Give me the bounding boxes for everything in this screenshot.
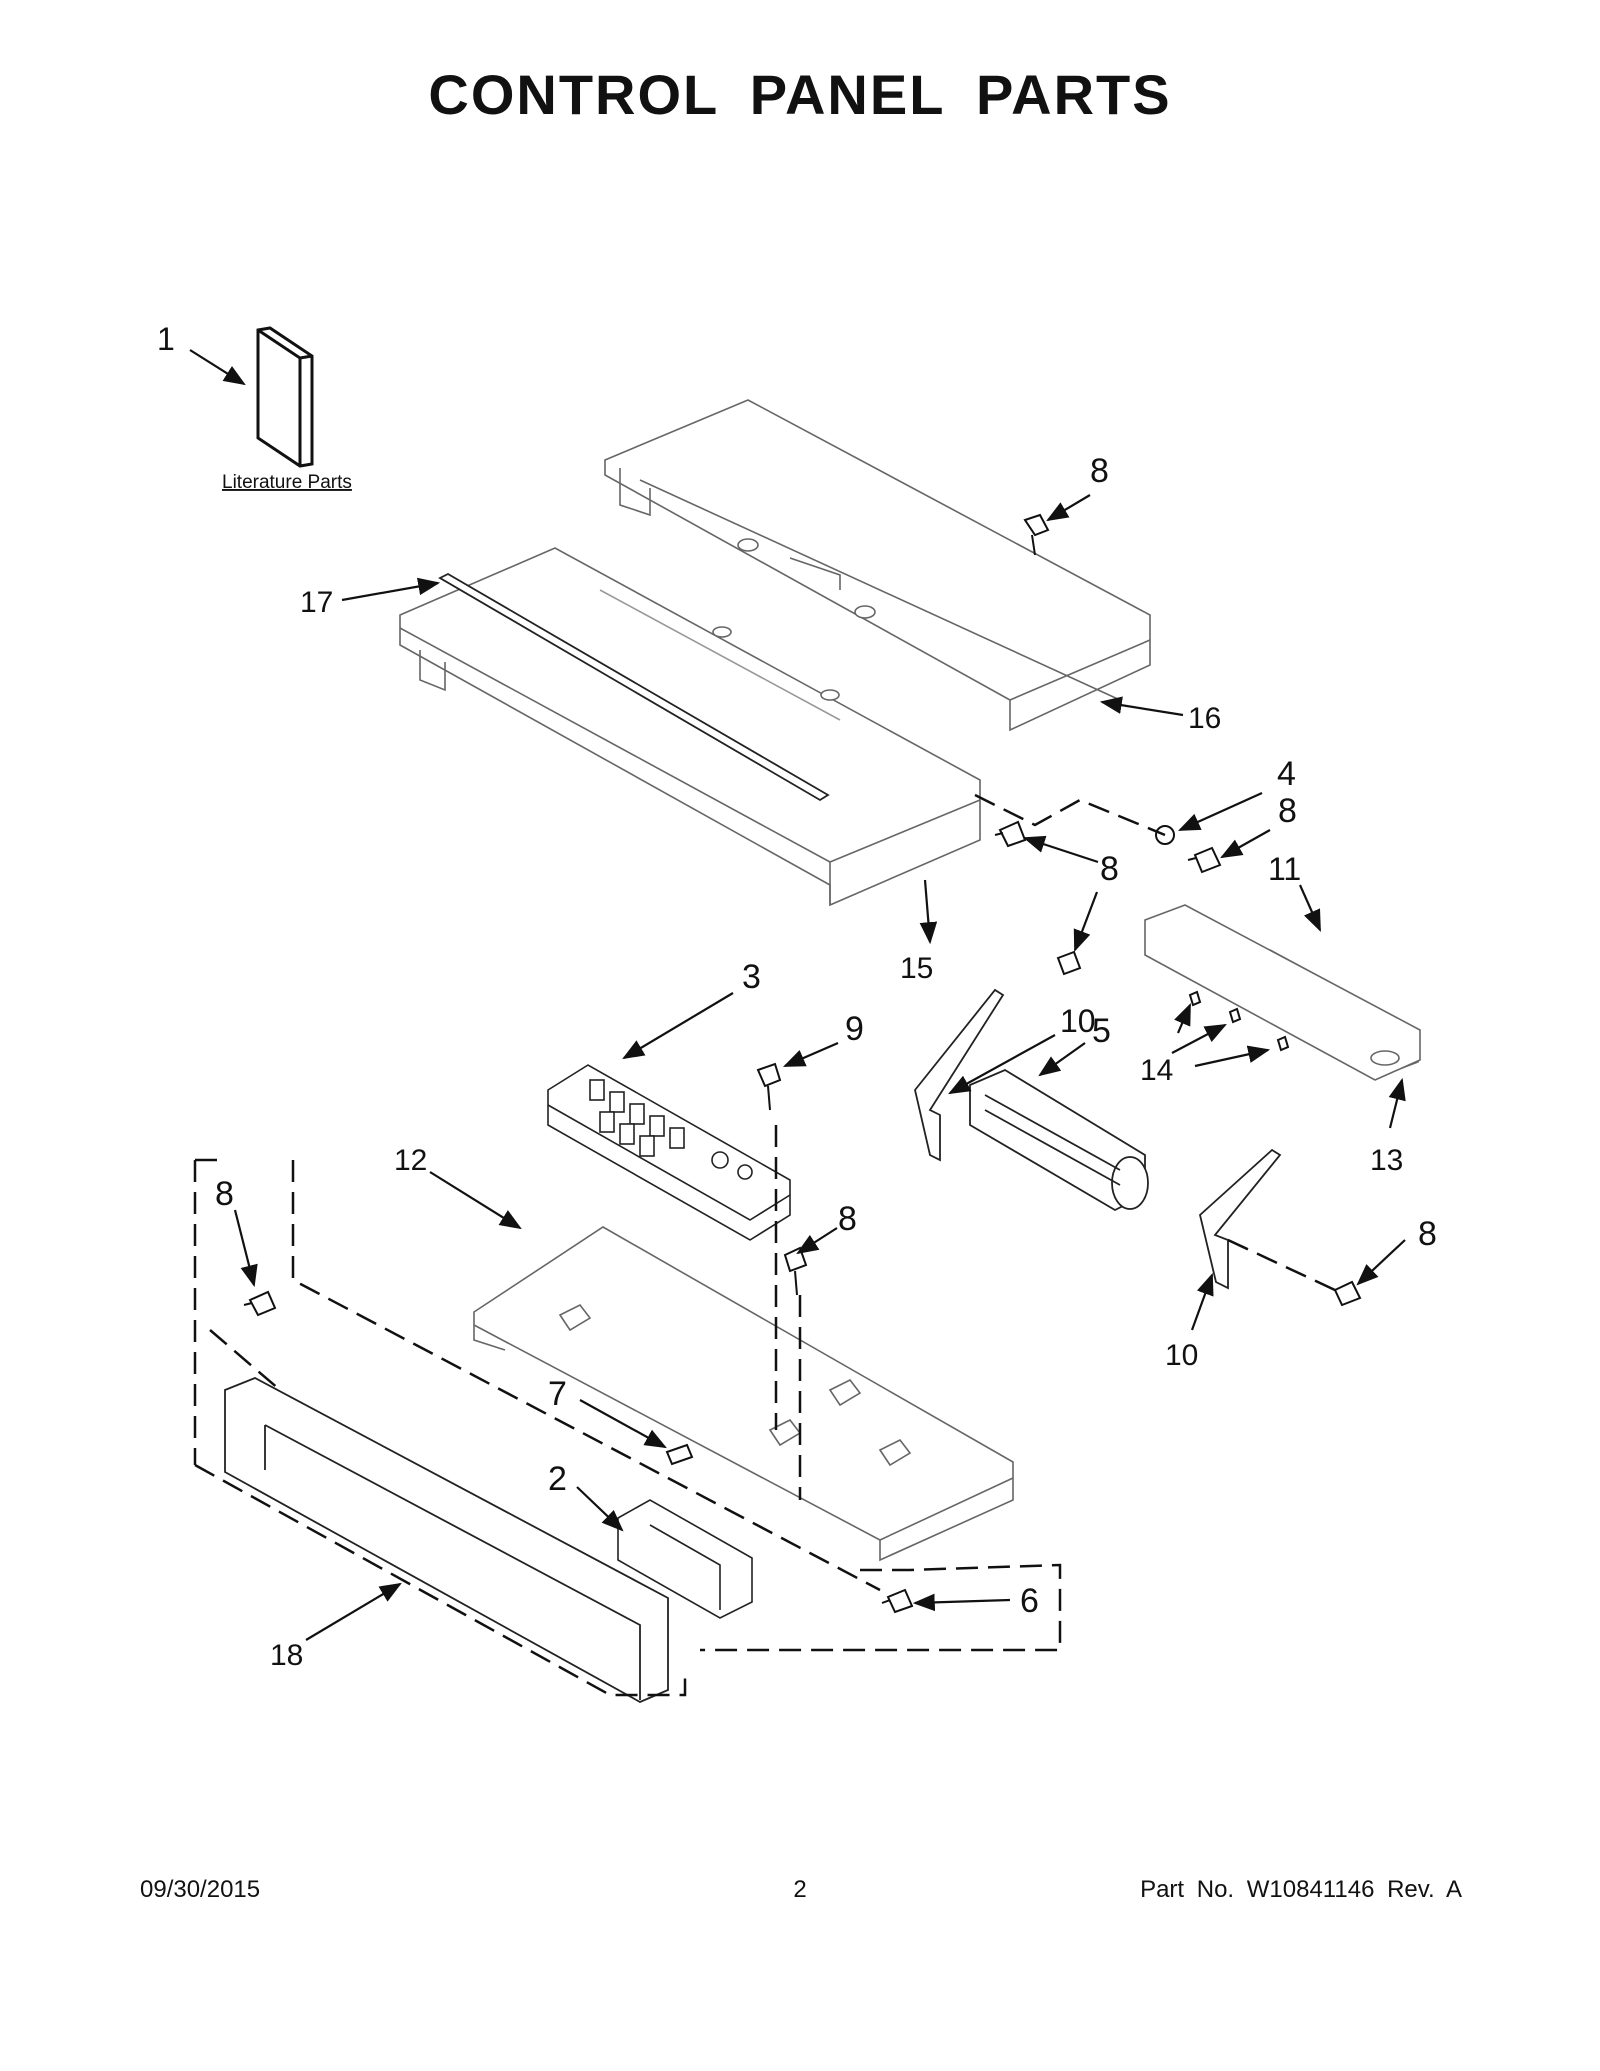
- callout-8: 8: [1418, 1215, 1437, 1253]
- footer-part-number: Part No. W10841146 Rev. A: [1140, 1876, 1462, 1903]
- callout-8: 8: [1100, 850, 1119, 888]
- callout-numbers: 1 8 17 16 4 8 8 11 8 15 3 9 10 5 14 13 1…: [157, 321, 1437, 1672]
- callout-5: 5: [1092, 1012, 1111, 1050]
- callout-12: 12: [394, 1144, 427, 1177]
- control-board: [547, 1064, 791, 1241]
- callout-16: 16: [1188, 702, 1221, 735]
- callout-3: 3: [742, 958, 761, 996]
- screws: [243, 513, 1362, 1614]
- ui-board: [617, 1499, 753, 1619]
- mounting-clip-lower: [1199, 1148, 1282, 1290]
- callout-11: 11: [1268, 851, 1301, 887]
- callout-10: 10: [1165, 1339, 1198, 1372]
- literature-parts-label: Literature Parts: [222, 472, 352, 493]
- callout-9: 9: [845, 1010, 864, 1048]
- callout-4: 4: [1277, 755, 1296, 793]
- callout-8: 8: [215, 1175, 234, 1213]
- callout-8: 8: [838, 1200, 857, 1238]
- callout-7: 7: [548, 1375, 567, 1413]
- callout-2: 2: [548, 1460, 567, 1498]
- callout-8: 8: [1090, 452, 1109, 490]
- callout-14: 14: [1140, 1054, 1173, 1087]
- callout-6: 6: [1020, 1582, 1039, 1620]
- gasket-strip: [438, 572, 830, 802]
- callout-1: 1: [157, 321, 175, 357]
- callout-13: 13: [1370, 1144, 1403, 1177]
- leader-arrows: [189, 349, 1406, 1641]
- assembly-lines: [193, 793, 1336, 1697]
- footer-date: 09/30/2015: [140, 1876, 261, 1903]
- callout-18: 18: [270, 1639, 303, 1672]
- page-title: CONTROL PANEL PARTS: [428, 63, 1172, 126]
- literature-book: [256, 326, 314, 468]
- mounting-clip-upper: [914, 988, 1005, 1162]
- lower-panel-plate: [473, 1226, 1014, 1562]
- callout-10: 10: [1060, 1003, 1096, 1039]
- callout-15: 15: [900, 952, 933, 985]
- callout-17: 17: [300, 586, 333, 619]
- console-trim: [224, 1377, 669, 1704]
- callout-8: 8: [1278, 792, 1297, 830]
- upper-rear-panel: [604, 399, 1151, 732]
- side-bracket: [1144, 904, 1421, 1081]
- blower-motor: [969, 1068, 1149, 1212]
- footer-page-number: 2: [793, 1876, 807, 1903]
